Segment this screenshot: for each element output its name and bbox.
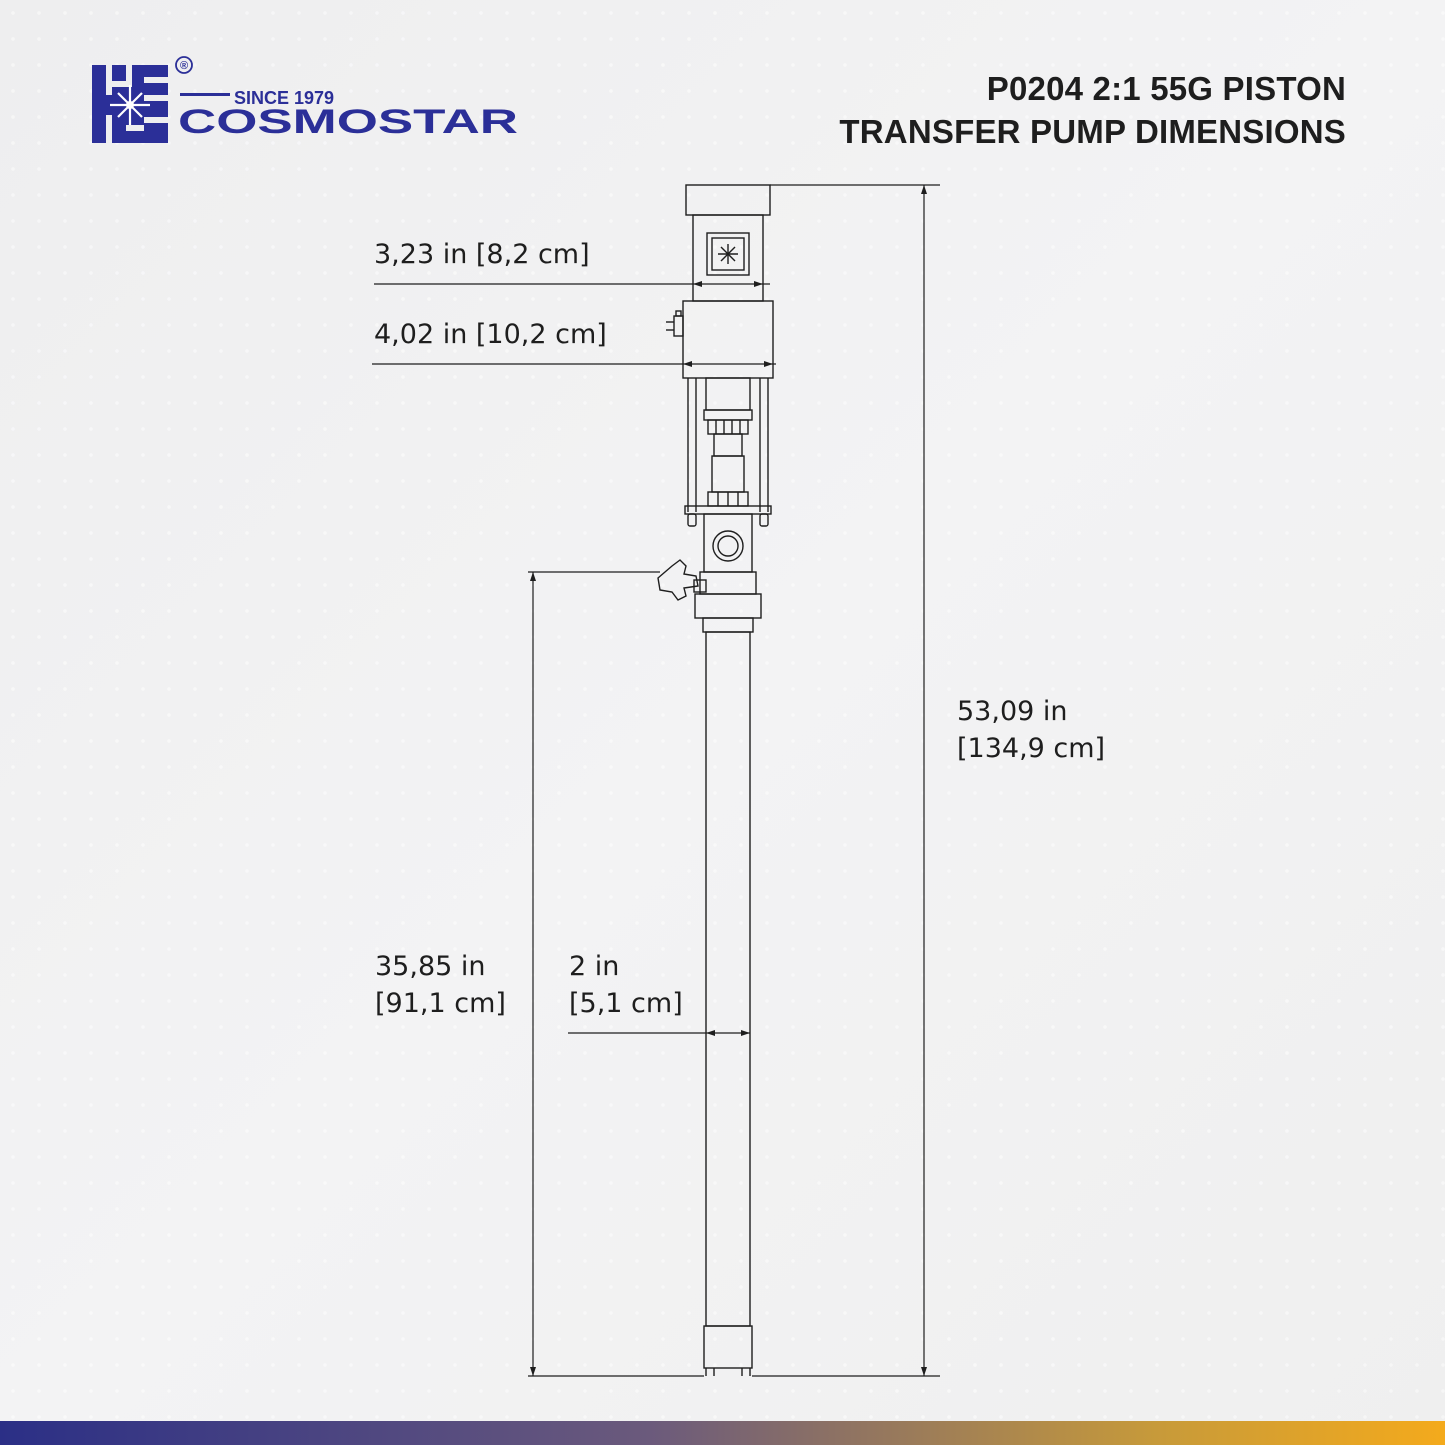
brand-name: COSMOSTAR bbox=[178, 103, 518, 141]
outlet-body bbox=[703, 513, 753, 573]
motor-badge-icon bbox=[706, 232, 750, 276]
air-head bbox=[682, 300, 774, 379]
motor-cap bbox=[685, 184, 771, 216]
suction-tube bbox=[705, 631, 751, 1327]
page-title: P0204 2:1 55G PISTON TRANSFER PUMP DIMEN… bbox=[839, 67, 1346, 153]
title-line-1: P0204 2:1 55G PISTON bbox=[986, 70, 1346, 107]
motor-width-label: 3,23 in [8,2 cm] bbox=[374, 239, 590, 270]
registered-mark: ® bbox=[180, 60, 188, 72]
title-line-2: TRANSFER PUMP DIMENSIONS bbox=[839, 113, 1346, 150]
brand-tagline: SINCE 1979 bbox=[234, 88, 334, 108]
valve-handle-icon bbox=[657, 559, 699, 601]
head-width-label: 4,02 in [10,2 cm] bbox=[374, 319, 607, 350]
tube-length-label-cm: [91,1 cm] bbox=[375, 988, 506, 1019]
tube-length-label-in: 35,85 in bbox=[375, 951, 486, 982]
tube-diameter-label-cm: [5,1 cm] bbox=[569, 988, 683, 1019]
brand-logo: ® SINCE 1979 COSMOSTAR bbox=[92, 55, 522, 150]
footer-gradient-bar bbox=[0, 1421, 1445, 1445]
overall-height-label-cm: [134,9 cm] bbox=[957, 733, 1106, 764]
flange bbox=[694, 593, 762, 619]
cosmostar-logo-icon: ® SINCE 1979 COSMOSTAR bbox=[92, 56, 518, 143]
tube-diameter-label-in: 2 in bbox=[569, 951, 620, 982]
overall-height-label-in: 53,09 in bbox=[957, 696, 1068, 727]
